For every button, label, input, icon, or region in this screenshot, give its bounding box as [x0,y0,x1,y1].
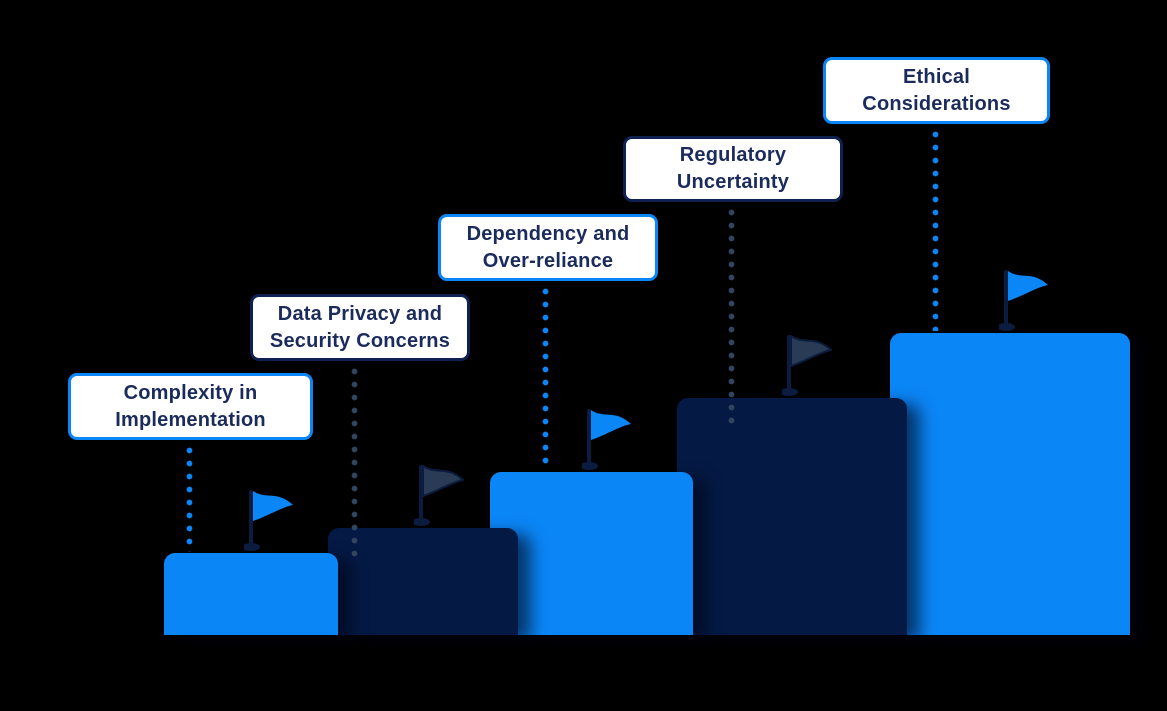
step-bar-1 [164,553,338,635]
step-label-box-4: Regulatory Uncertainty [623,136,843,202]
step-label-box-2: Data Privacy and Security Concerns [250,294,470,361]
dotted-connector-1 [186,444,193,552]
flag-icon-1 [244,490,293,551]
flag-icon-3 [582,409,631,470]
step-label-text: Dependency and [466,222,630,245]
flag-icon-5 [999,270,1048,331]
step-label-text: Uncertainty [676,171,790,193]
flag-icon-4 [782,335,832,396]
step-label-text: Regulatory [679,144,787,166]
step-label-box-1: Complexity in Implementation [68,373,313,440]
step-bar-2 [328,528,518,635]
step-label-text: Over-reliance [482,249,614,272]
step-label-text: Complexity in [123,381,258,404]
step-bar-5 [890,333,1130,635]
dotted-connector-4 [728,206,735,428]
step-label-text: Data Privacy and [277,302,443,325]
step-label-text: Ethical [903,65,970,88]
flag-icon-2 [414,465,464,526]
dotted-connector-5 [932,128,939,331]
dotted-connector-2 [351,365,358,557]
step-bar-4 [677,398,907,635]
step-label-text: Implementation [115,408,266,431]
step-label-box-3: Dependency and Over-reliance [438,214,658,281]
step-label-box-5: Ethical Considerations [823,57,1050,124]
step-bar-3 [490,472,693,635]
dotted-connector-3 [542,285,549,470]
step-label-text: Considerations [862,92,1011,115]
step-label-text: Security Concerns [269,329,451,352]
